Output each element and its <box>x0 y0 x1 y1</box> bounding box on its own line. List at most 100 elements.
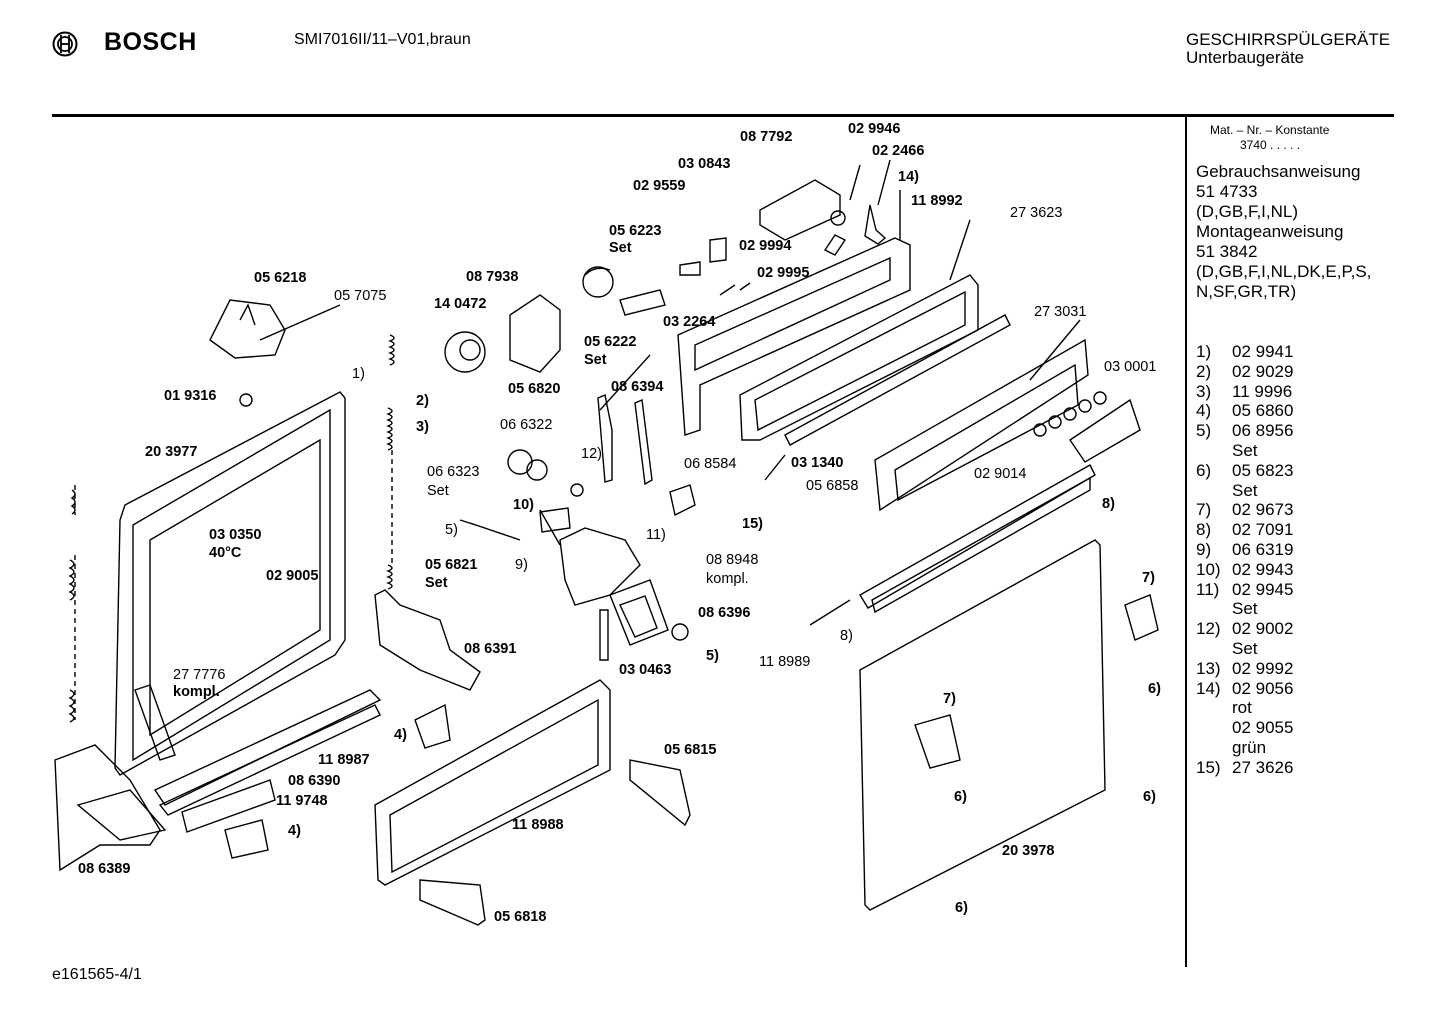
legend-row: Set <box>1232 440 1258 460</box>
part-label: 11 8989 <box>759 654 811 670</box>
part-label: 6) <box>1143 789 1156 805</box>
assembly-title: Montageanweisung <box>1196 222 1344 241</box>
part-label: 08 6391 <box>464 641 517 657</box>
legend-row: 1)02 9941 <box>1196 342 1294 361</box>
part-label: 08 6394 <box>611 379 664 395</box>
part-label: 02 9005 <box>266 568 319 584</box>
legend-row: 14)02 9056 <box>1196 678 1294 698</box>
part-label: 05 6222 <box>584 334 637 350</box>
legend-row: 12)02 9002 <box>1196 619 1294 639</box>
assembly-languages-1: (D,GB,F,I,NL,DK,E,P,S, <box>1196 262 1372 281</box>
part-label: 08 6390 <box>288 773 341 789</box>
header-divider <box>52 114 1394 117</box>
part-label: 02 9995 <box>757 265 810 281</box>
legend-row: rot <box>1232 698 1252 718</box>
part-label: 03 0350 <box>209 527 262 543</box>
part-label: 15) <box>742 516 763 532</box>
assembly-languages-2: N,SF,GR,TR) <box>1196 282 1297 301</box>
manual-title: Gebrauchsanweisung <box>1196 162 1361 181</box>
part-label: 20 3978 <box>1002 843 1055 859</box>
part-label: 5) <box>445 522 458 538</box>
part-label: 6) <box>954 789 967 805</box>
manual-languages: (D,GB,F,I,NL) <box>1196 202 1299 221</box>
part-label: 06 6323 <box>427 464 480 480</box>
part-label: 05 6821 <box>425 557 478 573</box>
part-label: 05 7075 <box>334 288 387 304</box>
legend-row: 15)27 3626 <box>1196 757 1294 777</box>
part-label: kompl. <box>173 684 220 700</box>
part-label: Set <box>584 352 607 368</box>
part-label: 08 8948 <box>706 552 759 568</box>
part-label: 01 9316 <box>164 388 217 404</box>
part-label: 05 6818 <box>494 909 547 925</box>
legend-row: 2)02 9029 <box>1196 361 1294 381</box>
legend-row: 4)05 6860 <box>1196 401 1294 421</box>
legend-row: 13)02 9992 <box>1196 658 1294 678</box>
part-label: 9) <box>515 557 528 573</box>
legend-row: grün <box>1232 737 1267 757</box>
part-label: 05 6223 <box>609 223 662 239</box>
part-label: 08 7792 <box>740 129 793 145</box>
mat-number-label: Mat. – Nr. – Konstante <box>1210 123 1330 137</box>
part-label: 11 8988 <box>512 817 564 833</box>
part-label: 14 0472 <box>434 296 487 312</box>
parts-legend: 1)02 9941 2)02 9029 3)11 9996 4)05 6860 … <box>1196 342 1293 778</box>
legend-row: 10)02 9943 <box>1196 559 1294 579</box>
part-label: 02 9946 <box>848 121 901 137</box>
part-label: 03 0001 <box>1104 359 1157 375</box>
mat-number-value: 3740 . . . . . <box>1240 138 1301 152</box>
part-label: 4) <box>288 823 301 839</box>
part-label: 11 8987 <box>318 752 370 768</box>
part-label: 03 0843 <box>678 156 731 172</box>
bosch-logo-icon <box>52 31 78 57</box>
model-number: SMI7016II/11–V01,braun <box>294 31 471 48</box>
part-label: 20 3977 <box>145 444 198 460</box>
part-label: 06 6322 <box>500 417 553 433</box>
part-label: kompl. <box>706 571 749 587</box>
part-label: 14) <box>898 169 919 185</box>
part-label: 02 9994 <box>739 238 792 254</box>
legend-row: Set <box>1232 638 1258 658</box>
category-subtitle: Unterbaugeräte <box>1186 48 1305 67</box>
part-label: 6) <box>955 900 968 916</box>
assembly-number: 51 3842 <box>1196 242 1258 261</box>
manual-number: 51 4733 <box>1196 182 1258 201</box>
brand-name: BOSCH <box>104 28 197 56</box>
part-label: 02 9014 <box>974 466 1027 482</box>
part-label: 05 6218 <box>254 270 307 286</box>
legend-row: 8)02 7091 <box>1196 520 1294 540</box>
part-label: 7) <box>943 691 956 707</box>
part-label: 03 0463 <box>619 662 672 678</box>
legend-row: 11)02 9945 <box>1196 579 1294 599</box>
part-label: 03 1340 <box>791 455 844 471</box>
part-label: 03 2264 <box>663 314 716 330</box>
part-label: 8) <box>840 628 853 644</box>
part-label: 02 9559 <box>633 178 686 194</box>
part-label: 11 9748 <box>276 793 328 809</box>
part-label: 11) <box>646 527 666 543</box>
part-label: 10) <box>513 497 534 513</box>
part-label: 6) <box>1148 681 1161 697</box>
part-label: 7) <box>1142 570 1155 586</box>
part-label: 11 8992 <box>911 193 963 209</box>
part-label: 05 6815 <box>664 742 717 758</box>
part-label: 3) <box>416 419 429 435</box>
legend-row: 3)11 9996 <box>1196 381 1293 401</box>
part-label: 27 3031 <box>1034 304 1087 320</box>
legend-row: Set <box>1232 599 1258 619</box>
part-label: Set <box>427 483 449 499</box>
part-label: 02 2466 <box>872 143 925 159</box>
document-code: e161565-4/1 <box>52 966 142 983</box>
exploded-parts-diagram <box>54 159 1159 926</box>
part-label: 1) <box>352 366 365 382</box>
part-label: 4) <box>394 727 407 743</box>
legend-row: 6)05 6823 <box>1196 460 1294 480</box>
part-label: 12) <box>581 446 602 462</box>
part-label: Set <box>609 240 632 256</box>
part-label: 2) <box>416 393 429 409</box>
part-label: Set <box>425 575 448 591</box>
legend-row: 9)06 6319 <box>1196 539 1294 559</box>
part-label: 5) <box>706 648 719 664</box>
part-label: 05 6820 <box>508 381 561 397</box>
legend-row: Set <box>1232 480 1258 500</box>
